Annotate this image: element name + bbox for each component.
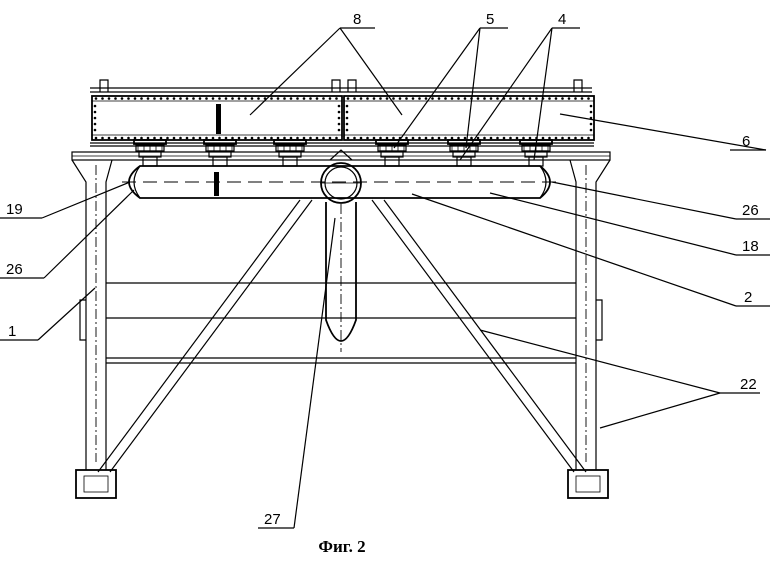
label-19: 19: [6, 201, 23, 218]
label-26-right: 26: [742, 202, 759, 219]
nozzles: [133, 139, 553, 167]
label-1: 1: [8, 323, 16, 340]
label-18: 18: [742, 238, 759, 255]
part-labels: 8 5 4 6 19 26 18 26 2 1 22 27 Фиг. 2: [6, 11, 759, 556]
support-frame: [71, 151, 611, 499]
label-22: 22: [740, 376, 757, 393]
upper-modules: [90, 79, 595, 147]
leader-lines: [0, 27, 770, 529]
label-8: 8: [353, 11, 361, 28]
label-6: 6: [742, 133, 750, 150]
central-pipe: [320, 149, 362, 352]
label-2: 2: [744, 289, 752, 306]
label-27: 27: [264, 511, 281, 528]
label-5: 5: [486, 11, 494, 28]
figure-caption: Фиг. 2: [318, 537, 365, 556]
label-4: 4: [558, 11, 566, 28]
header-pipe: [122, 165, 556, 199]
label-26-left: 26: [6, 261, 23, 278]
bolt-dots: [93, 97, 593, 140]
